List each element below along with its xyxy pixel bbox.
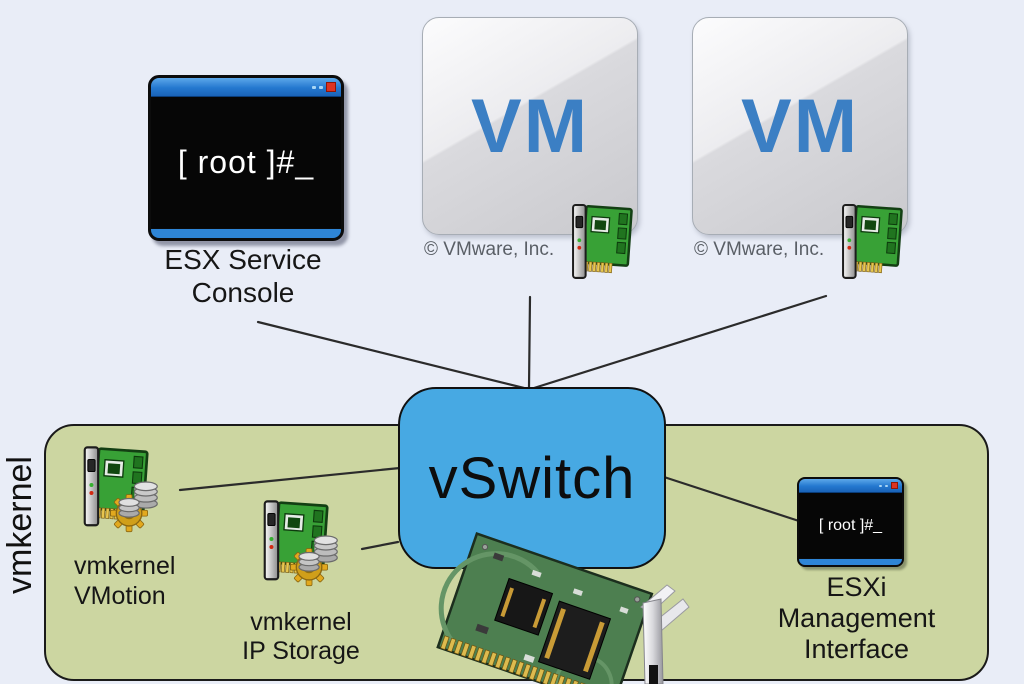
vswitch-label: vSwitch xyxy=(428,445,636,511)
label-line: ESX Service xyxy=(164,244,322,275)
physical-network-card-icon xyxy=(436,532,690,684)
vm-title: VM xyxy=(471,83,589,169)
connector-ipstorage-vswitch xyxy=(360,540,400,551)
esxi-management-terminal-icon: [ root ]#_ xyxy=(797,477,904,567)
vmkernel-zone-label: vmkernel xyxy=(1,456,39,594)
vm-node-2: VM xyxy=(692,17,908,235)
network-card-with-disks-icon xyxy=(263,500,338,587)
connector-console-vswitch xyxy=(256,320,526,390)
terminal-minimize-icon xyxy=(312,85,316,89)
vm-title: VM xyxy=(741,83,859,169)
terminal-titlebar xyxy=(151,78,341,97)
label-line: VMotion xyxy=(74,582,166,610)
network-card-icon xyxy=(841,203,903,280)
label-line: vmkernel xyxy=(250,608,352,636)
terminal-prompt: [ root ]#_ xyxy=(818,516,883,534)
vmkernel-vmotion-label: vmkernel VMotion xyxy=(74,551,175,611)
label-line: ESXi xyxy=(826,572,887,602)
vswitch-node: vSwitch xyxy=(398,387,666,569)
terminal-titlebar xyxy=(799,479,902,493)
terminal-maximize-icon xyxy=(885,484,888,487)
network-card-icon xyxy=(571,203,633,280)
vmware-copyright: © VMware, Inc. xyxy=(694,239,825,260)
label-line: IP Storage xyxy=(242,637,360,665)
label-line: vmkernel xyxy=(74,552,176,580)
network-card-with-disks-icon xyxy=(83,446,158,533)
esx-service-console-terminal-icon: [ root ]#_ xyxy=(148,75,344,241)
vmware-copyright: © VMware, Inc. xyxy=(424,239,555,260)
vm-node-1: VM xyxy=(422,17,638,235)
connector-vm1-vswitch xyxy=(527,295,532,390)
terminal-maximize-icon xyxy=(319,85,323,89)
connector-vm2-vswitch xyxy=(532,294,828,390)
esx-service-console-label: ESX Service Console xyxy=(133,243,353,309)
vmkernel-ip-storage-label: vmkernel IP Storage xyxy=(226,608,376,666)
esxi-management-interface-label: ESXi Management Interface xyxy=(764,572,949,665)
label-line: Console xyxy=(191,277,295,308)
connector-vmotion-vswitch xyxy=(178,466,402,492)
terminal-footer-bar xyxy=(151,228,341,238)
terminal-minimize-icon xyxy=(879,484,882,487)
terminal-prompt: [ root ]#_ xyxy=(177,144,315,180)
terminal-close-icon xyxy=(326,82,336,92)
terminal-footer-bar xyxy=(799,558,902,565)
label-line: Management xyxy=(777,603,936,633)
label-line: Interface xyxy=(803,634,910,664)
terminal-close-icon xyxy=(891,482,898,489)
connector-vswitch-esxi xyxy=(662,475,801,523)
